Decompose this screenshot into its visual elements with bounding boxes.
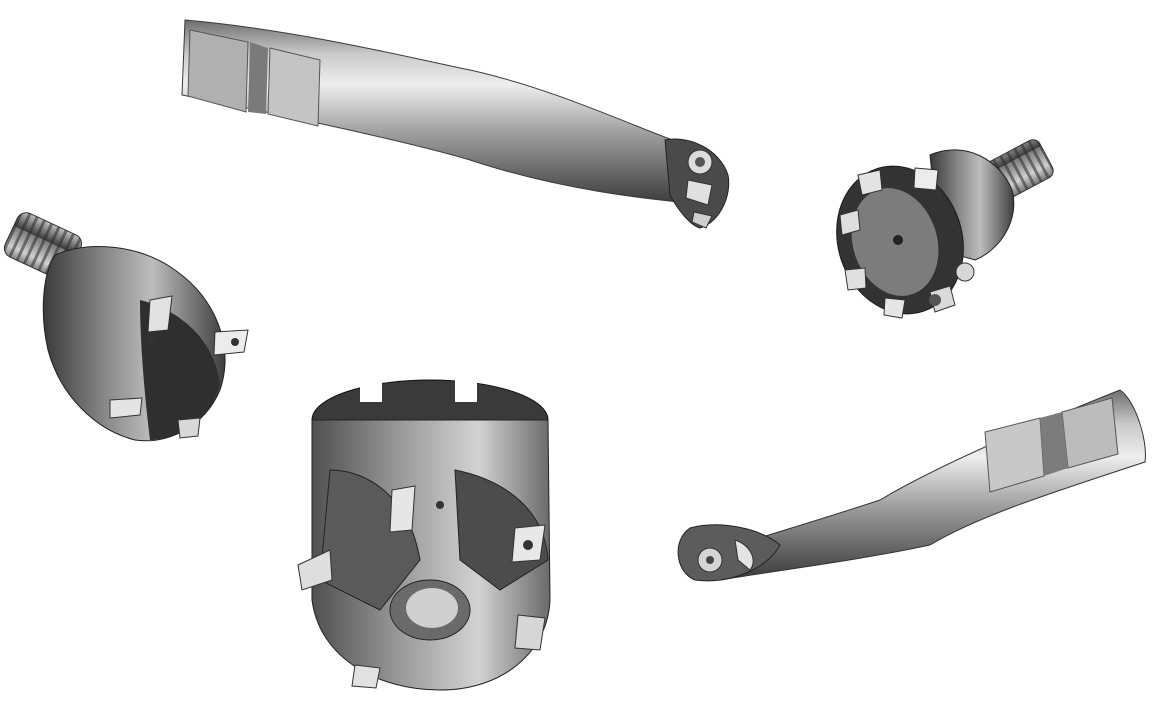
ball-nose-end-mill <box>677 389 1146 582</box>
threaded-shoulder-mill <box>3 212 249 442</box>
small-threaded-face-mill <box>836 139 1054 319</box>
long-shank-end-mill <box>181 19 730 229</box>
large-face-mill-body <box>297 379 551 691</box>
